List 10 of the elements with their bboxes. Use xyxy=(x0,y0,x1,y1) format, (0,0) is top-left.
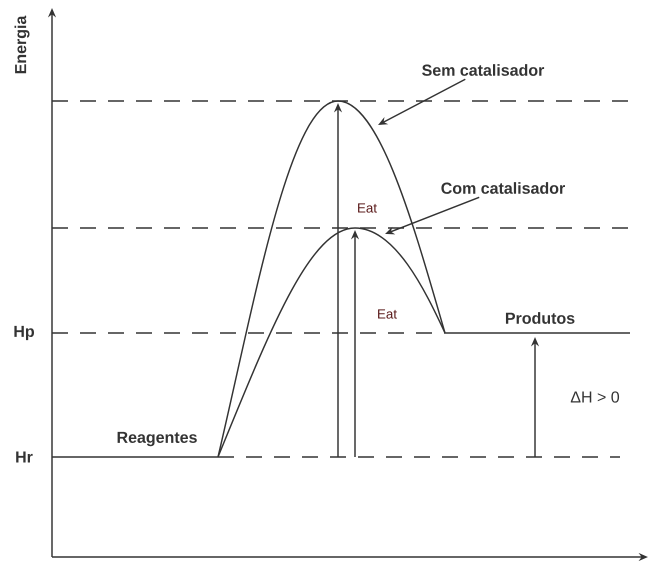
curve-label: Sem catalisador xyxy=(422,64,544,76)
axis-label: Hp xyxy=(14,326,34,340)
axis-label: Eat xyxy=(378,309,397,319)
curve-label: Com catalisador xyxy=(441,182,565,194)
axis-label: Produtos xyxy=(506,312,574,324)
axis-label: Energia xyxy=(14,16,30,74)
axis-label: Hr xyxy=(16,452,33,462)
axis-label: Eat xyxy=(358,203,377,213)
axis-label: ΔH > 0 xyxy=(570,391,620,403)
axis-label: Reagentes xyxy=(118,432,197,446)
